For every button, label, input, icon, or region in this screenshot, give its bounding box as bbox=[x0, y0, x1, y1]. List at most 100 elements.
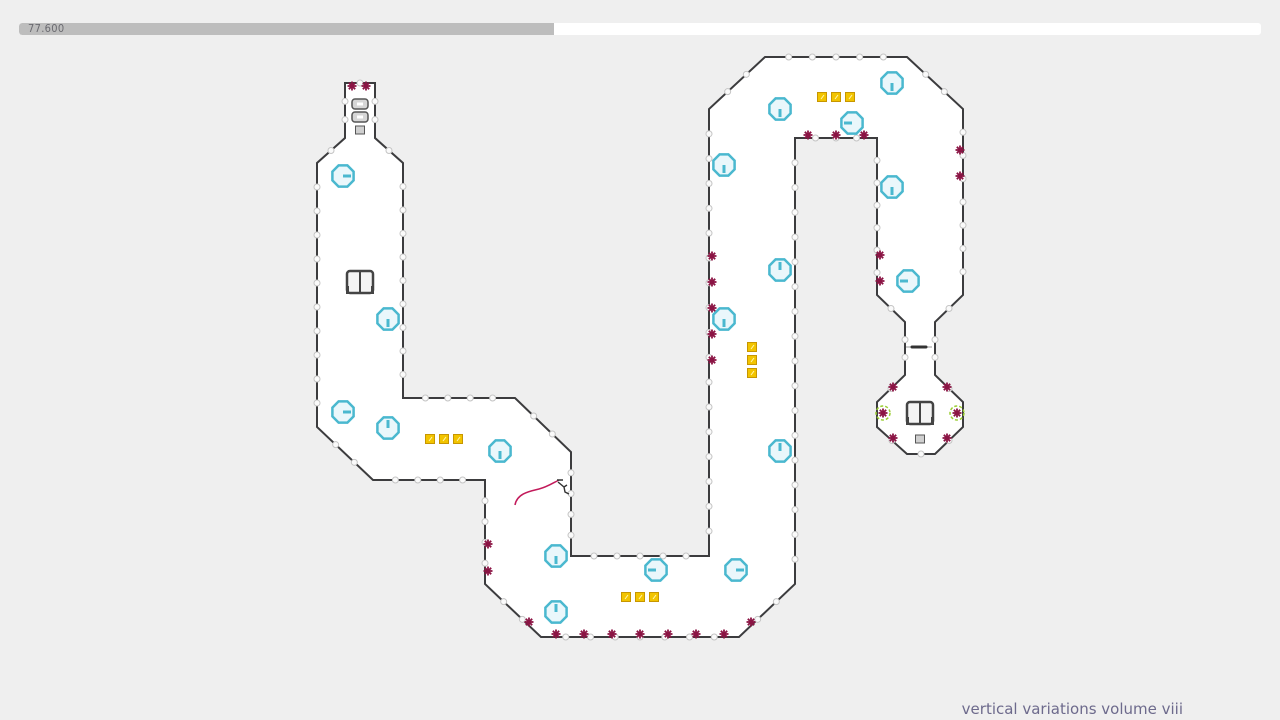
gold-shine bbox=[652, 594, 657, 600]
exit-door-hinge bbox=[906, 417, 909, 425]
wall-dot bbox=[791, 382, 799, 390]
wall-dot bbox=[391, 476, 399, 484]
gold-shine bbox=[624, 594, 629, 600]
mine-icon bbox=[952, 408, 962, 418]
wall-dot bbox=[724, 88, 732, 96]
level-outline bbox=[316, 56, 964, 638]
wall-dot bbox=[489, 394, 497, 402]
turret-icon bbox=[768, 258, 792, 282]
wall-dot bbox=[313, 327, 321, 335]
wall-dot bbox=[421, 394, 429, 402]
mine-icon bbox=[691, 629, 701, 639]
toggle-mine-icon bbox=[949, 405, 965, 421]
wall-dot bbox=[399, 206, 407, 214]
wall-dot bbox=[399, 300, 407, 308]
wall-dot bbox=[548, 430, 556, 438]
gold-shine bbox=[442, 436, 447, 442]
turret-icon bbox=[768, 439, 792, 463]
wall-dot bbox=[705, 155, 713, 163]
wall-dot bbox=[399, 324, 407, 331]
wall-dot bbox=[636, 552, 644, 560]
mine-core bbox=[881, 411, 885, 415]
mine-icon bbox=[635, 629, 645, 639]
wall-dot bbox=[313, 231, 321, 239]
mine-core bbox=[666, 632, 670, 636]
turret-icon bbox=[376, 416, 400, 440]
wall-dot bbox=[705, 502, 713, 510]
turret-layer bbox=[331, 71, 920, 624]
wall-dot bbox=[444, 394, 452, 402]
door-switch-light bbox=[357, 102, 363, 106]
mine-core bbox=[694, 632, 698, 636]
wall-dot bbox=[705, 229, 713, 237]
wall-dot bbox=[682, 552, 690, 560]
mine-core bbox=[891, 385, 895, 389]
player-body bbox=[557, 479, 570, 495]
wall-dot bbox=[791, 555, 799, 563]
wall-dot bbox=[901, 353, 909, 361]
door-switch-light bbox=[357, 115, 363, 119]
player-layer bbox=[514, 479, 570, 506]
wall-dot bbox=[931, 353, 939, 361]
mine-core bbox=[958, 148, 962, 152]
mine-icon bbox=[551, 629, 561, 639]
wall-dot bbox=[705, 527, 713, 535]
wall-dot bbox=[940, 88, 948, 96]
wall-dot bbox=[808, 53, 816, 61]
mine-core bbox=[722, 632, 726, 636]
mine-icon bbox=[803, 130, 813, 140]
wall-dot bbox=[945, 305, 953, 312]
wall-dot bbox=[590, 552, 598, 560]
mine-core bbox=[749, 620, 753, 624]
level-name: vertical variations volume viii bbox=[961, 700, 1183, 718]
mine-icon bbox=[663, 629, 673, 639]
mine-core bbox=[955, 411, 959, 415]
mine-icon bbox=[878, 408, 888, 418]
wall-dot bbox=[791, 506, 799, 514]
wall-dot bbox=[399, 183, 407, 190]
wall-dot bbox=[791, 407, 799, 415]
mine-icon bbox=[347, 81, 357, 91]
mine-icon bbox=[955, 145, 965, 155]
mine-icon bbox=[483, 539, 493, 549]
mine-core bbox=[350, 84, 354, 88]
wall-dot bbox=[959, 198, 967, 206]
wall-dot bbox=[313, 183, 321, 191]
wall-dot bbox=[436, 476, 444, 484]
wall-dot bbox=[791, 283, 799, 291]
wall-dot bbox=[710, 633, 718, 641]
wall-dot bbox=[399, 253, 407, 261]
wall-dot bbox=[705, 204, 713, 212]
wall-dot bbox=[959, 152, 967, 159]
wall-dot bbox=[399, 347, 407, 355]
wall-dot bbox=[313, 207, 321, 215]
turret-icon bbox=[376, 307, 400, 331]
wall-dot bbox=[466, 394, 474, 402]
mine-core bbox=[710, 332, 714, 336]
mine-icon bbox=[707, 277, 717, 287]
wall-dot bbox=[705, 180, 713, 187]
wall-dot bbox=[530, 412, 538, 420]
wall-dot bbox=[791, 481, 799, 489]
wall-dot bbox=[313, 375, 321, 383]
mine-icon bbox=[707, 355, 717, 365]
mine-core bbox=[945, 385, 949, 389]
timer-fill bbox=[19, 23, 555, 35]
wall-dot bbox=[901, 336, 909, 344]
mine-icon bbox=[875, 276, 885, 286]
wall-dot bbox=[812, 134, 819, 142]
wall-dot bbox=[922, 70, 930, 78]
mine-core bbox=[958, 174, 962, 178]
turret-icon bbox=[768, 97, 792, 121]
wall-dot bbox=[313, 303, 321, 311]
wall-dot bbox=[791, 307, 799, 315]
turret-icon bbox=[331, 400, 355, 424]
wall-dot bbox=[705, 428, 713, 436]
wall-dot bbox=[705, 378, 713, 386]
wall-dot bbox=[567, 510, 575, 518]
wall-dot bbox=[785, 53, 793, 61]
wall-dot bbox=[399, 371, 407, 378]
gold-shine bbox=[750, 357, 755, 363]
gold-shine bbox=[428, 436, 433, 442]
